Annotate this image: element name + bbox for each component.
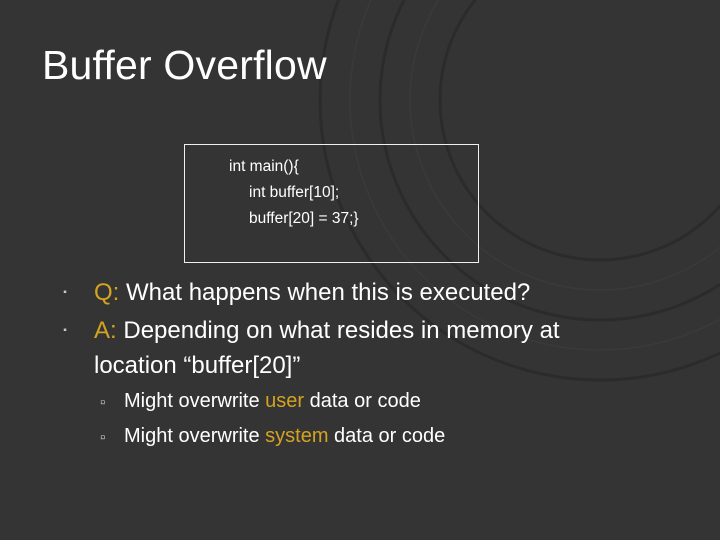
sub-bullet-text: data or code bbox=[304, 390, 421, 412]
sub-bullet-icon: ▫ bbox=[100, 394, 106, 411]
answer-text: Depending on what resides in memory at bbox=[116, 317, 560, 344]
bullet-icon: ▪ bbox=[63, 325, 67, 336]
code-line: int main(){ bbox=[229, 158, 299, 175]
bullet-icon: ▪ bbox=[63, 287, 67, 298]
answer-label: A: bbox=[94, 317, 117, 344]
sub-bullet-icon: ▫ bbox=[100, 429, 106, 446]
code-line: int buffer[10]; bbox=[249, 184, 340, 201]
sub-bullet-text: Might overwrite bbox=[124, 425, 266, 447]
page-title: Buffer Overflow bbox=[42, 42, 327, 88]
sub-bullet: ▫ Might overwrite system data or code bbox=[100, 425, 445, 448]
bullet-text: A: Depending on what resides in memory a… bbox=[94, 312, 560, 349]
sub-bullet-highlight: system bbox=[265, 425, 329, 447]
sub-bullet: ▫ Might overwrite user data or code bbox=[100, 390, 421, 413]
code-box: int main(){ int buffer[10]; buffer[20] =… bbox=[184, 144, 479, 263]
sub-bullet-highlight: user bbox=[265, 390, 305, 412]
code-line: buffer[20] = 37;} bbox=[249, 210, 359, 227]
sub-bullet-text: data or code bbox=[328, 425, 446, 447]
bullet-text: Q: What happens when this is executed? bbox=[94, 274, 530, 311]
sub-bullet-text: Might overwrite bbox=[124, 390, 266, 412]
question-text: What happens when this is executed? bbox=[119, 279, 531, 306]
question-label: Q: bbox=[94, 279, 120, 306]
answer-text-continued: location “buffer[20]” bbox=[94, 352, 301, 379]
